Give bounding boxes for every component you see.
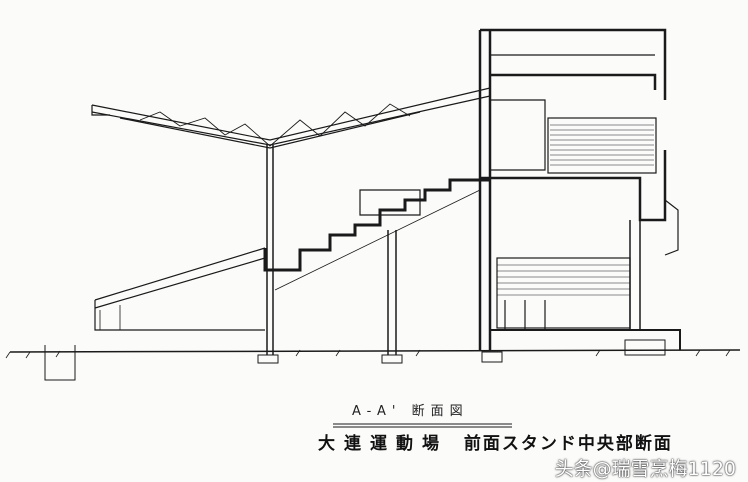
- ground-line: [9, 349, 741, 353]
- label-underline: [333, 423, 512, 428]
- watermark: 头条@瑞雪烹梅1120: [554, 458, 736, 480]
- footings: [44, 339, 666, 381]
- stepped-stands: [263, 178, 490, 272]
- title-part-1: 大連運動場: [318, 434, 448, 454]
- main-building: [478, 28, 681, 350]
- ground-hatch: [5, 349, 731, 359]
- section-label: A-A' 断面図: [352, 404, 469, 419]
- canopy-column: [266, 145, 274, 355]
- roof-truss: [91, 87, 491, 149]
- title-part-2: 前面スタンド中央部断面: [463, 434, 673, 454]
- lower-ramp: [94, 247, 266, 331]
- drawing-title: 大連運動場 前面スタンド中央部断面: [318, 434, 673, 454]
